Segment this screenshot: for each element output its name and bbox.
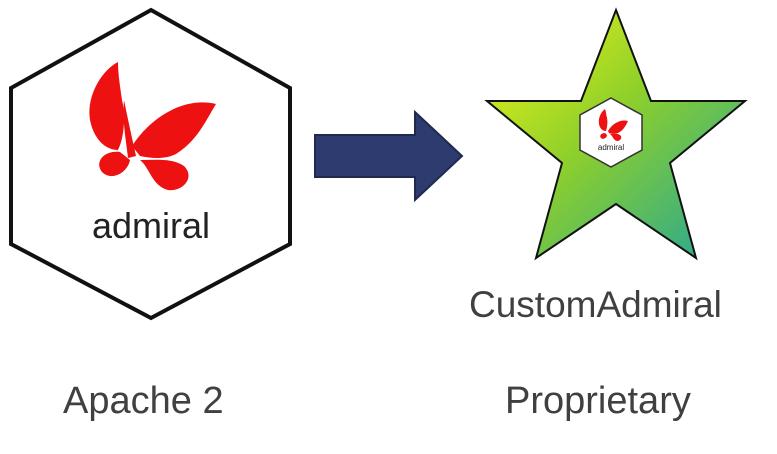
admiral-hex-logo: admiral bbox=[9, 7, 292, 321]
target-name-label: CustomAdmiral bbox=[469, 284, 722, 325]
target-license-label: Proprietary bbox=[505, 380, 691, 422]
mini-butterfly-icon bbox=[598, 109, 628, 141]
transform-arrow bbox=[314, 109, 464, 203]
mini-hex-logo-text: admiral bbox=[598, 143, 624, 152]
source-license-label: Apache 2 bbox=[63, 380, 224, 422]
butterfly-icon bbox=[89, 62, 216, 191]
custom-admiral-star: admiral bbox=[484, 7, 748, 261]
hex-logo-text: admiral bbox=[92, 205, 210, 246]
